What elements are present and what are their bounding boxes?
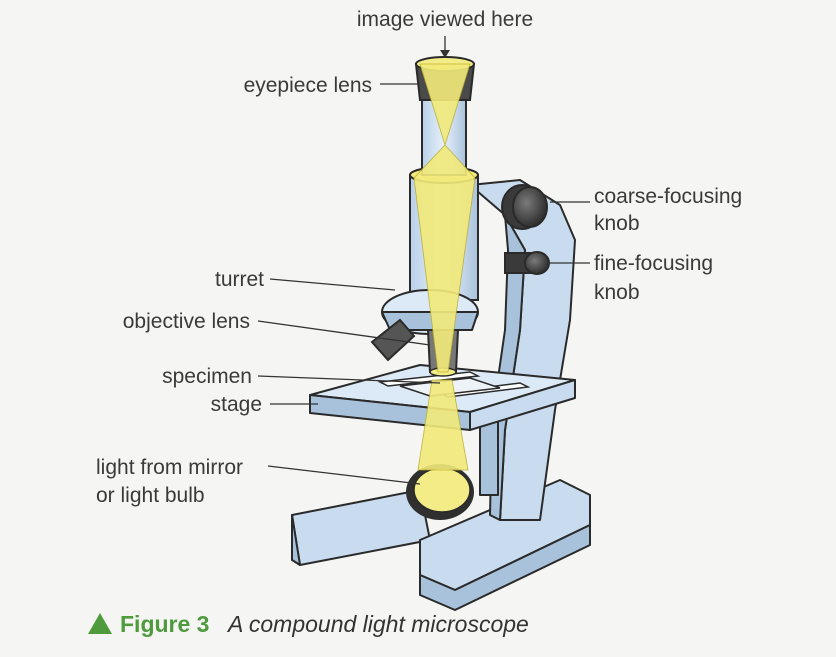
triangle-up-icon — [88, 613, 112, 634]
leader-lines — [257, 36, 590, 485]
caption-figure-number: Figure 3 — [120, 611, 209, 637]
label-fine-focusing-1: fine-focusing — [594, 252, 713, 275]
arrow-down-icon — [440, 50, 450, 58]
caption-text: A compound light microscope — [226, 611, 529, 637]
label-coarse-focusing-1: coarse-focusing — [594, 185, 742, 208]
figure-caption: Figure 3 A compound light microscope — [88, 611, 529, 637]
label-light-1: light from mirror — [96, 456, 243, 479]
label-specimen: specimen — [162, 365, 252, 388]
label-image-viewed: image viewed here — [357, 8, 533, 31]
fine-focusing-knob — [504, 251, 550, 275]
microscope-arm — [469, 179, 576, 521]
microscope-base — [291, 479, 591, 611]
label-eyepiece-lens: eyepiece lens — [244, 74, 372, 97]
coarse-focusing-knob — [501, 184, 548, 230]
turret — [370, 289, 479, 377]
label-fine-focusing-2: knob — [594, 281, 640, 304]
mirror — [406, 464, 474, 520]
label-coarse-focusing-2: knob — [594, 212, 640, 235]
light-beam — [413, 63, 476, 471]
label-light-2: or light bulb — [96, 484, 205, 507]
label-stage: stage — [211, 393, 262, 416]
label-objective-lens: objective lens — [123, 310, 250, 333]
label-turret: turret — [215, 268, 264, 291]
